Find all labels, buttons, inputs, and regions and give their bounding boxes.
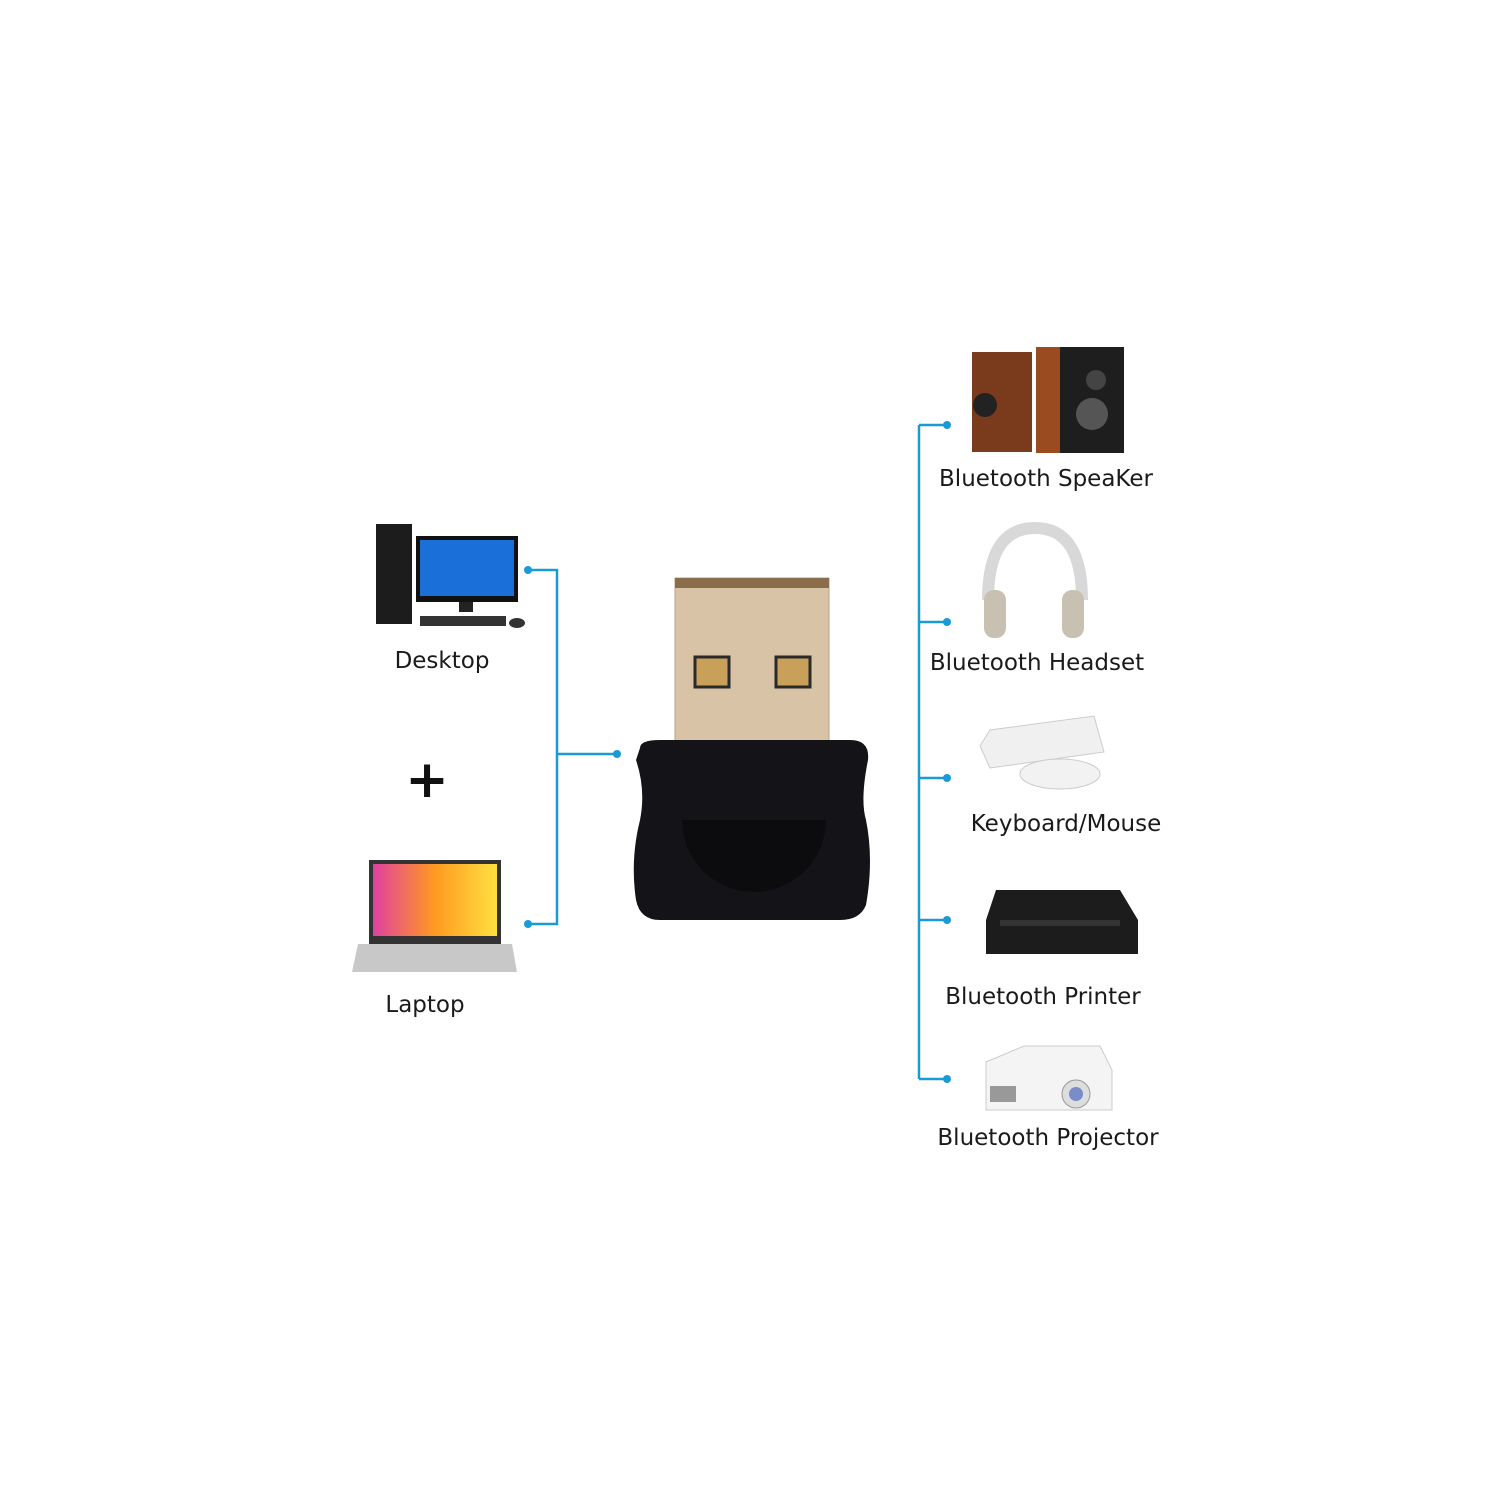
connector-dot [943,916,951,924]
laptop-icon [352,860,517,972]
connector-dot [943,421,951,429]
left-connector [528,568,617,926]
host-label-desktop: Desktop [394,648,490,674]
printer-icon [986,890,1138,954]
host-label-laptop: Laptop [385,992,465,1018]
connector-dot [524,566,532,574]
headset-icon [982,521,1088,638]
connector-dot [943,774,951,782]
desktop-computer-icon [376,524,525,628]
connector-dot [943,1075,951,1083]
device-label-speaker: Bluetooth SpeaKer [939,466,1153,492]
connector-dot [943,618,951,626]
right-connector [917,423,947,1081]
keyboard-mouse-icon [979,715,1105,790]
device-label-printer: Bluetooth Printer [945,984,1141,1010]
plus-icon: + [405,750,449,810]
usb-bluetooth-adapter-icon [633,577,870,920]
device-label-headset: Bluetooth Headset [929,650,1145,676]
device-label-keyboard-mouse: Keyboard/Mouse [970,811,1162,837]
speaker-icon [972,347,1124,453]
device-label-projector: Bluetooth Projector [937,1125,1159,1151]
projector-icon [985,1045,1113,1111]
connector-dot [524,920,532,928]
connector-dot [613,750,621,758]
